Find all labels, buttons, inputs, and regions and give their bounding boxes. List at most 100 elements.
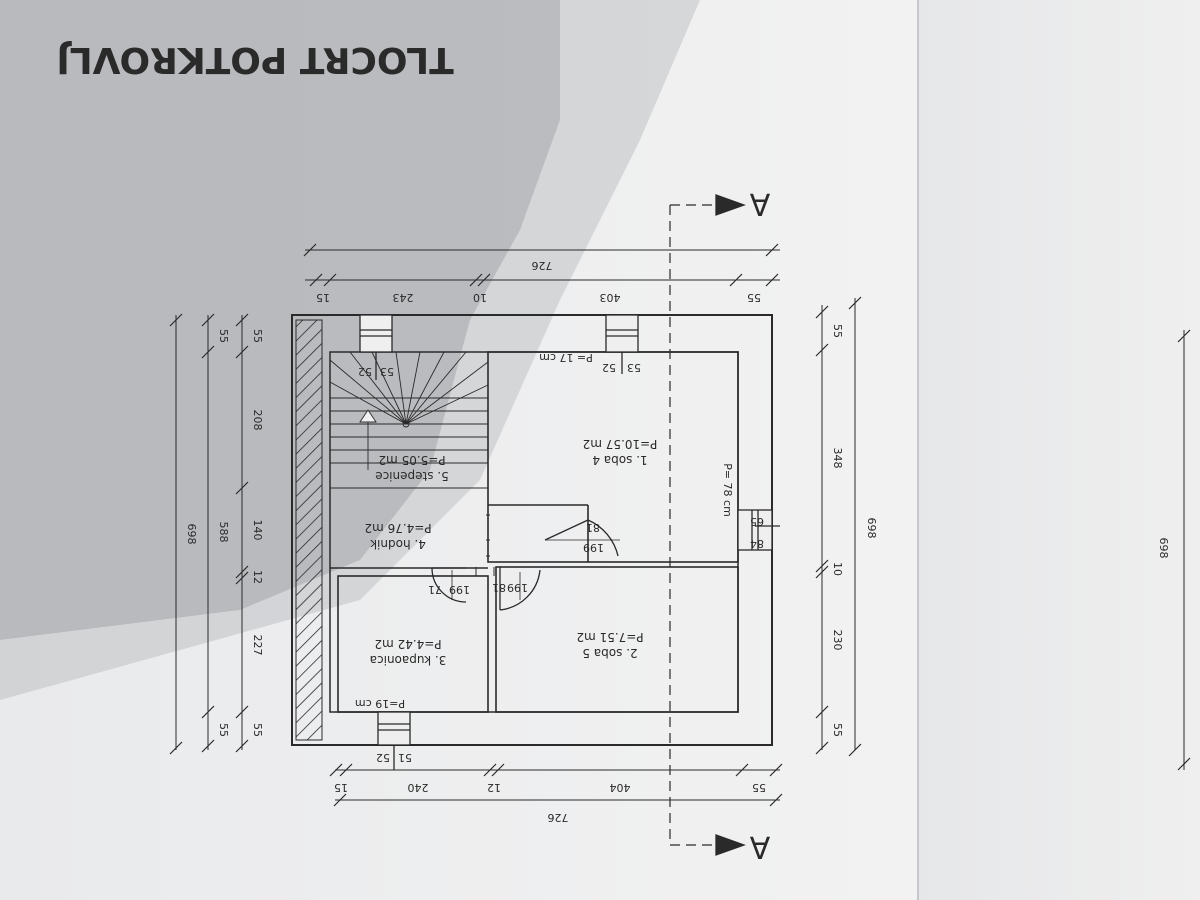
dim-top-chain-3: 243 xyxy=(393,291,414,304)
dim-top-chain-4: 15 xyxy=(316,291,330,304)
dimension-lines xyxy=(175,249,1185,801)
stair-arrow-icon xyxy=(359,409,377,423)
room-2-area: P=7.51 m2 xyxy=(576,630,643,644)
dim-tick-left-outer-3 xyxy=(201,739,215,753)
dim-tick-left-inner-0 xyxy=(235,313,249,327)
window-top-room1 xyxy=(605,314,639,374)
dim-right-chain-4: 55 xyxy=(831,723,844,737)
door-bath-w: 71 xyxy=(428,583,442,596)
dim-tick-right-chain-1 xyxy=(815,343,829,357)
dim-tick-right-total-0 xyxy=(848,296,862,310)
opening-labels: 52 53 P= 17 cm 52 53 52 51 P=19 cm 84 65… xyxy=(355,351,764,764)
adjacent-page xyxy=(918,0,1200,900)
dim-right-chain-2: 10 xyxy=(831,562,844,576)
plan-drawing xyxy=(175,194,1185,856)
dim-tick-bottom-chain-3 xyxy=(483,763,497,777)
dim-tick-left-outer-2 xyxy=(201,705,215,719)
dim-tick-left-inner-6 xyxy=(235,739,249,753)
section-marker-top: A xyxy=(749,186,770,221)
win-bath-h: 51 xyxy=(398,751,412,764)
dim-tick-top-total-1 xyxy=(765,243,779,257)
dim-left-outer-2: 55 xyxy=(217,723,230,737)
dim-tick-bottom-total-1 xyxy=(769,793,783,807)
door-bath-h: 199 xyxy=(449,583,470,596)
section-markers: A A xyxy=(749,186,770,864)
dim-bottom-chain-3: 240 xyxy=(408,781,429,794)
dim-tick-top-chain-2 xyxy=(477,273,491,287)
dim-tick-right-chain-2 xyxy=(815,559,829,573)
dim-tick-left-inner-4 xyxy=(235,571,249,585)
stairs xyxy=(329,351,489,470)
dim-left-inner-2: 140 xyxy=(251,520,264,541)
dim-left-total: 698 xyxy=(185,524,198,545)
dim-tick-adjacent-0 xyxy=(1177,329,1191,343)
dim-tick-top-chain-3 xyxy=(469,273,483,287)
dim-right-chain-1: 348 xyxy=(831,448,844,469)
dim-tick-left-outer-1 xyxy=(201,345,215,359)
dim-bottom-chain-2: 12 xyxy=(487,781,501,794)
room-2-outline xyxy=(495,566,739,713)
dim-tick-left-inner-5 xyxy=(235,705,249,719)
dim-left-inner-3: 12 xyxy=(251,570,264,584)
section-arrow-bottom-icon xyxy=(715,834,746,856)
dim-top-total: 726 xyxy=(532,259,553,272)
window-top-stairs xyxy=(359,314,393,380)
win-right-w: 84 xyxy=(750,537,764,550)
dim-left-inner-5: 55 xyxy=(251,723,264,737)
section-arrow-top-icon xyxy=(715,194,746,216)
adjacent-page-dimension: 698 xyxy=(1157,538,1170,559)
room-1-area: P=10.57 m2 xyxy=(583,437,658,451)
dim-tick-right-chain-5 xyxy=(815,741,829,755)
dim-top-chain-2: 10 xyxy=(473,291,487,304)
win-room1-h: 53 xyxy=(627,361,641,374)
room-5-name: 5. stepenice xyxy=(375,469,449,483)
room-labels: 1. soba 4 P=10.57 m2 2. soba 5 P=7.51 m2… xyxy=(364,437,657,667)
room-1-name: 1. soba 4 xyxy=(592,453,647,467)
dim-tick-bottom-chain-0 xyxy=(769,763,783,777)
door-room2-h: 199 xyxy=(507,581,528,594)
win-bath-w: 52 xyxy=(376,751,390,764)
win-stairs-h: 53 xyxy=(380,365,394,378)
hatched-wall xyxy=(295,319,323,741)
window-right xyxy=(737,509,780,551)
dim-bottom-chain-0: 55 xyxy=(752,781,766,794)
dim-tick-left-total-0 xyxy=(169,313,183,327)
door-room1 xyxy=(544,519,620,557)
dim-tick-bottom-chain-2 xyxy=(491,763,505,777)
dim-left-inner-1: 208 xyxy=(251,410,264,431)
dim-tick-bottom-chain-1 xyxy=(735,763,749,777)
dim-right-chain-3: 230 xyxy=(831,630,844,651)
room-5-area: P=5.05 m2 xyxy=(378,453,445,467)
win-stairs-w: 52 xyxy=(358,365,372,378)
dim-tick-right-chain-4 xyxy=(815,705,829,719)
room-3-name: 3. kupaonica xyxy=(370,653,447,667)
win-room1-sill: P= 17 cm xyxy=(539,351,593,364)
dim-bottom-chain-1: 404 xyxy=(610,781,631,794)
door-room2 xyxy=(499,567,541,611)
win-right-h: 65 xyxy=(750,515,764,528)
section-line xyxy=(669,204,716,846)
door-room1-h: 199 xyxy=(583,541,604,554)
win-bath-sill: P=19 cm xyxy=(355,697,405,710)
dim-tick-bottom-total-0 xyxy=(333,793,347,807)
room-2-name: 2. soba 5 xyxy=(582,646,637,660)
dim-tick-right-total-1 xyxy=(848,743,862,757)
dim-tick-left-inner-3 xyxy=(235,565,249,579)
dim-tick-bottom-chain-5 xyxy=(329,763,343,777)
window-bottom-bath xyxy=(377,711,411,770)
dim-tick-left-inner-2 xyxy=(235,481,249,495)
dim-left-outer-1: 588 xyxy=(217,522,230,543)
room-3-outline xyxy=(337,575,489,713)
dim-right-total: 698 xyxy=(865,518,878,539)
room-4-name: 4. hodnik xyxy=(370,537,426,551)
room-3-area: P=4.42 m2 xyxy=(374,637,441,651)
dim-top-chain-0: 55 xyxy=(747,291,761,304)
dim-left-outer-0: 55 xyxy=(217,329,230,343)
sheet-title: TLOCRT POTKROVLJ xyxy=(56,39,453,80)
door-room2-w: 81 xyxy=(492,581,506,594)
dim-left-inner-0: 55 xyxy=(251,329,264,343)
dim-tick-right-chain-3 xyxy=(815,565,829,579)
dim-tick-left-inner-1 xyxy=(235,345,249,359)
door-bath xyxy=(431,567,467,603)
